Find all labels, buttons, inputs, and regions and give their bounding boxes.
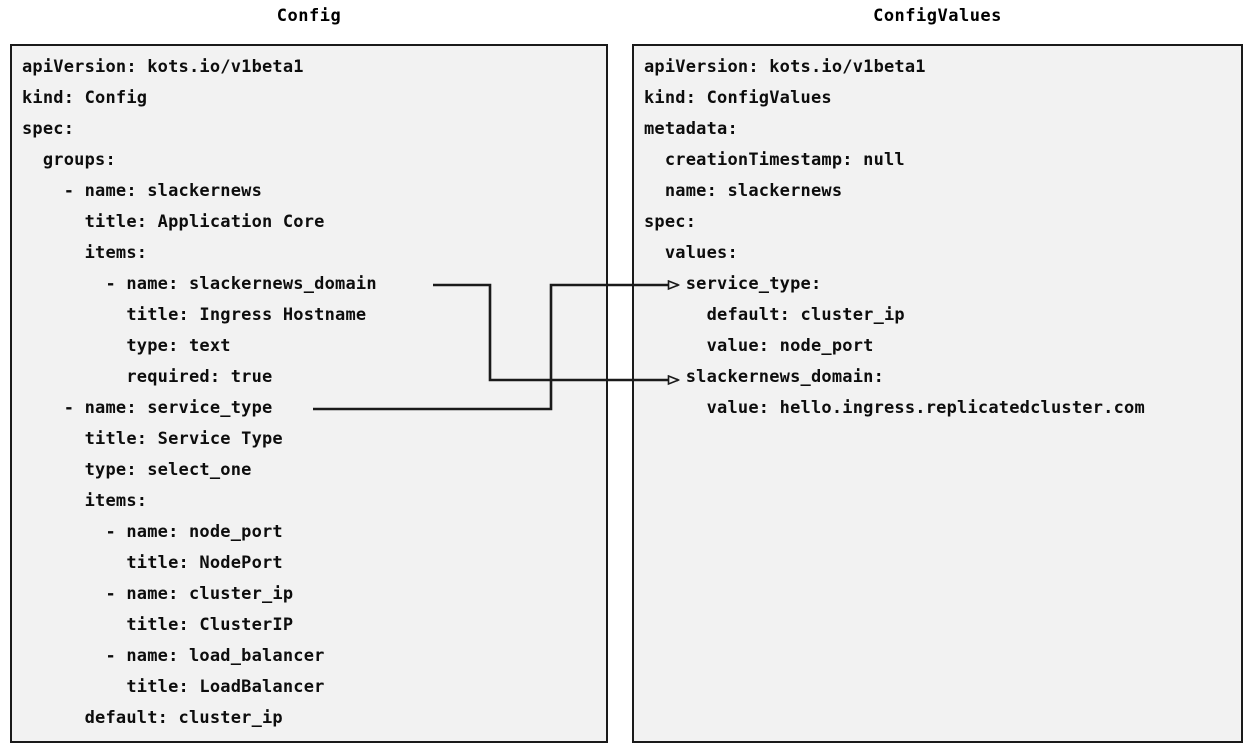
config-yaml-line: apiVersion: kots.io/v1beta1 [22,57,304,77]
config-yaml-line: - name: load_balancer [22,646,325,666]
configvalues-yaml-line: value: hello.ingress.replicatedcluster.c… [644,398,1145,418]
config-yaml-line: - name: node_port [22,522,283,542]
configvalues-yaml-line: apiVersion: kots.io/v1beta1 [644,57,926,77]
config-panel: apiVersion: kots.io/v1beta1 kind: Config s… [10,44,608,743]
configvalues-yaml-code: apiVersion: kots.io/v1beta1 kind: ConfigV… [644,52,1241,424]
configvalues-yaml-line: metadata: [644,119,738,139]
config-yaml-line: items: [22,243,148,263]
config-yaml-line: title: Ingress Hostname [22,305,367,325]
configvalues-yaml-line: creationTimestamp: null [644,150,905,170]
config-yaml-line: items: [22,491,148,511]
configvalues-yaml-line: slackernews_domain: [644,367,885,387]
config-yaml-line: type: select_one [22,460,252,480]
configvalues-panel: apiVersion: kots.io/v1beta1 kind: ConfigV… [632,44,1243,743]
config-yaml-line: title: Application Core [22,212,325,232]
config-yaml-line: - name: service_type [22,398,273,418]
config-yaml-line: title: Service Type [22,429,283,449]
config-yaml-line: groups: [22,150,116,170]
config-yaml-line: - name: cluster_ip [22,584,294,604]
configvalues-yaml-line: value: node_port [644,336,874,356]
configvalues-yaml-line: service_type: [644,274,822,294]
config-yaml-line: - name: slackernews [22,181,263,201]
config-panel-title: Config [276,6,342,26]
config-yaml-line: - name: slackernews_domain [22,274,377,294]
config-yaml-line: spec: [22,119,75,139]
configvalues-yaml-line: name: slackernews [644,181,843,201]
configvalues-yaml-line: spec: [644,212,697,232]
config-yaml-line: title: LoadBalancer [22,677,325,697]
config-yaml-line: kind: Config [22,88,148,108]
configvalues-yaml-line: default: cluster_ip [644,305,905,325]
config-yaml-line: title: NodePort [22,553,283,573]
configvalues-yaml-line: values: [644,243,738,263]
config-yaml-line: title: ClusterIP [22,615,294,635]
configvalues-panel-title: ConfigValues [873,6,1002,26]
config-yaml-line: type: text [22,336,231,356]
config-yaml-line: default: cluster_ip [22,708,283,728]
config-yaml-line: required: true [22,367,273,387]
config-yaml-code: apiVersion: kots.io/v1beta1 kind: Config s… [22,52,606,734]
configvalues-yaml-line: kind: ConfigValues [644,88,832,108]
